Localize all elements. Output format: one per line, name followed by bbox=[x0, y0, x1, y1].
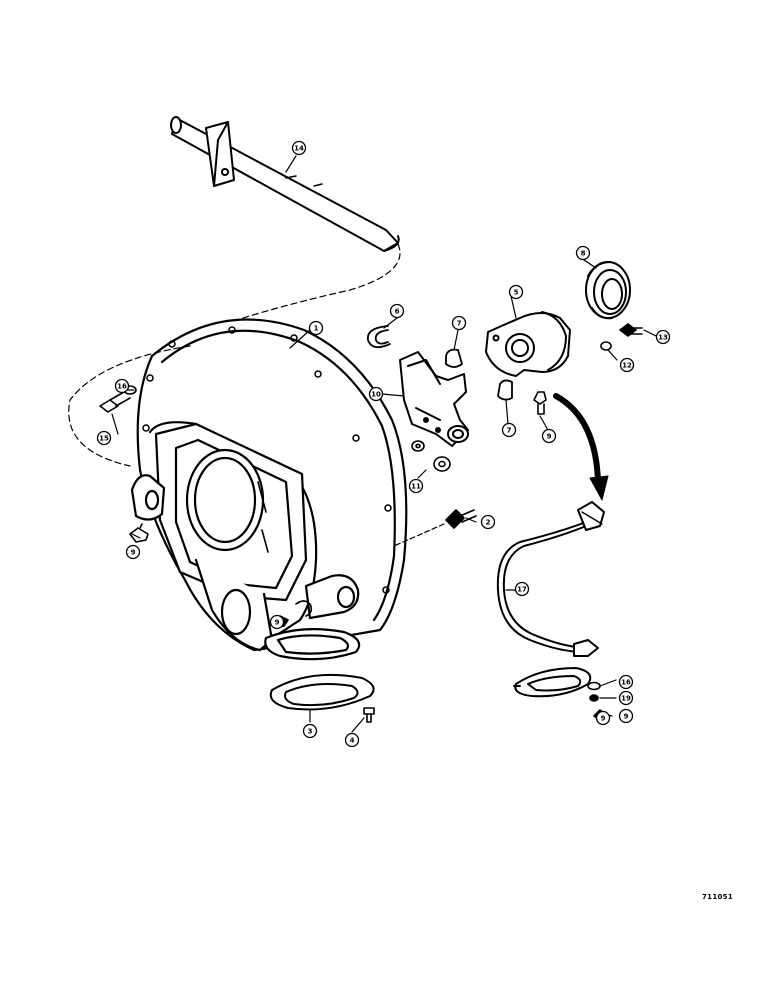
callout-6: 6 bbox=[395, 308, 400, 316]
callout-12: 12 bbox=[622, 362, 632, 370]
callout-5: 5 bbox=[514, 289, 519, 297]
callout-1: 1 bbox=[314, 325, 319, 333]
callout-14: 14 bbox=[294, 145, 304, 153]
callout-16-right: 16 bbox=[621, 679, 631, 687]
callout-11: 11 bbox=[411, 483, 421, 491]
callout-9-right: 9 bbox=[547, 433, 552, 441]
release-shaft bbox=[170, 116, 400, 252]
callout-7-upper: 7 bbox=[457, 320, 462, 328]
drawing-reference-number: 711051 bbox=[702, 893, 734, 901]
callout-17: 17 bbox=[517, 586, 527, 594]
pointer-arrow bbox=[553, 393, 609, 501]
cover-gasket bbox=[513, 667, 592, 698]
callout-9-far: 9 bbox=[601, 715, 606, 723]
grease-fitting-9-right bbox=[533, 391, 547, 415]
washers-11 bbox=[411, 440, 451, 472]
callout-19: 19 bbox=[621, 695, 631, 703]
left-alignment-line bbox=[68, 345, 191, 467]
callout-10: 10 bbox=[371, 391, 381, 399]
callout-7-lower: 7 bbox=[507, 427, 512, 435]
lube-line bbox=[496, 501, 605, 657]
grease-fitting-9-left bbox=[129, 523, 149, 543]
bolt-15 bbox=[99, 391, 131, 413]
retaining-clip bbox=[366, 325, 391, 349]
callout-15: 15 bbox=[99, 435, 109, 443]
callout-13: 13 bbox=[658, 334, 668, 342]
pad-7-lower bbox=[497, 379, 513, 401]
flywheel-housing bbox=[130, 318, 408, 661]
bolt2-alignment-line bbox=[393, 523, 445, 547]
gasket bbox=[269, 673, 375, 711]
bolt-2 bbox=[445, 509, 477, 529]
callout-circles bbox=[96, 140, 671, 748]
callout-9-lower: 9 bbox=[275, 619, 280, 627]
callout-16-left: 16 bbox=[117, 383, 127, 391]
bearing-carrier bbox=[485, 311, 571, 377]
lower-washers bbox=[587, 681, 601, 702]
release-fork bbox=[399, 351, 469, 447]
callout-3: 3 bbox=[308, 728, 313, 736]
lockwasher-12 bbox=[600, 341, 612, 351]
cap-screw-4 bbox=[363, 707, 375, 723]
release-bearing bbox=[585, 261, 631, 320]
callout-9-left: 9 bbox=[131, 549, 136, 557]
pad-7-upper bbox=[445, 348, 463, 368]
callout-2: 2 bbox=[486, 519, 491, 527]
callout-9-bottom: 9 bbox=[624, 713, 629, 721]
cap-screw-13 bbox=[619, 323, 643, 337]
leader-lines bbox=[111, 155, 657, 733]
callout-8: 8 bbox=[581, 250, 586, 258]
callout-4: 4 bbox=[350, 737, 355, 745]
